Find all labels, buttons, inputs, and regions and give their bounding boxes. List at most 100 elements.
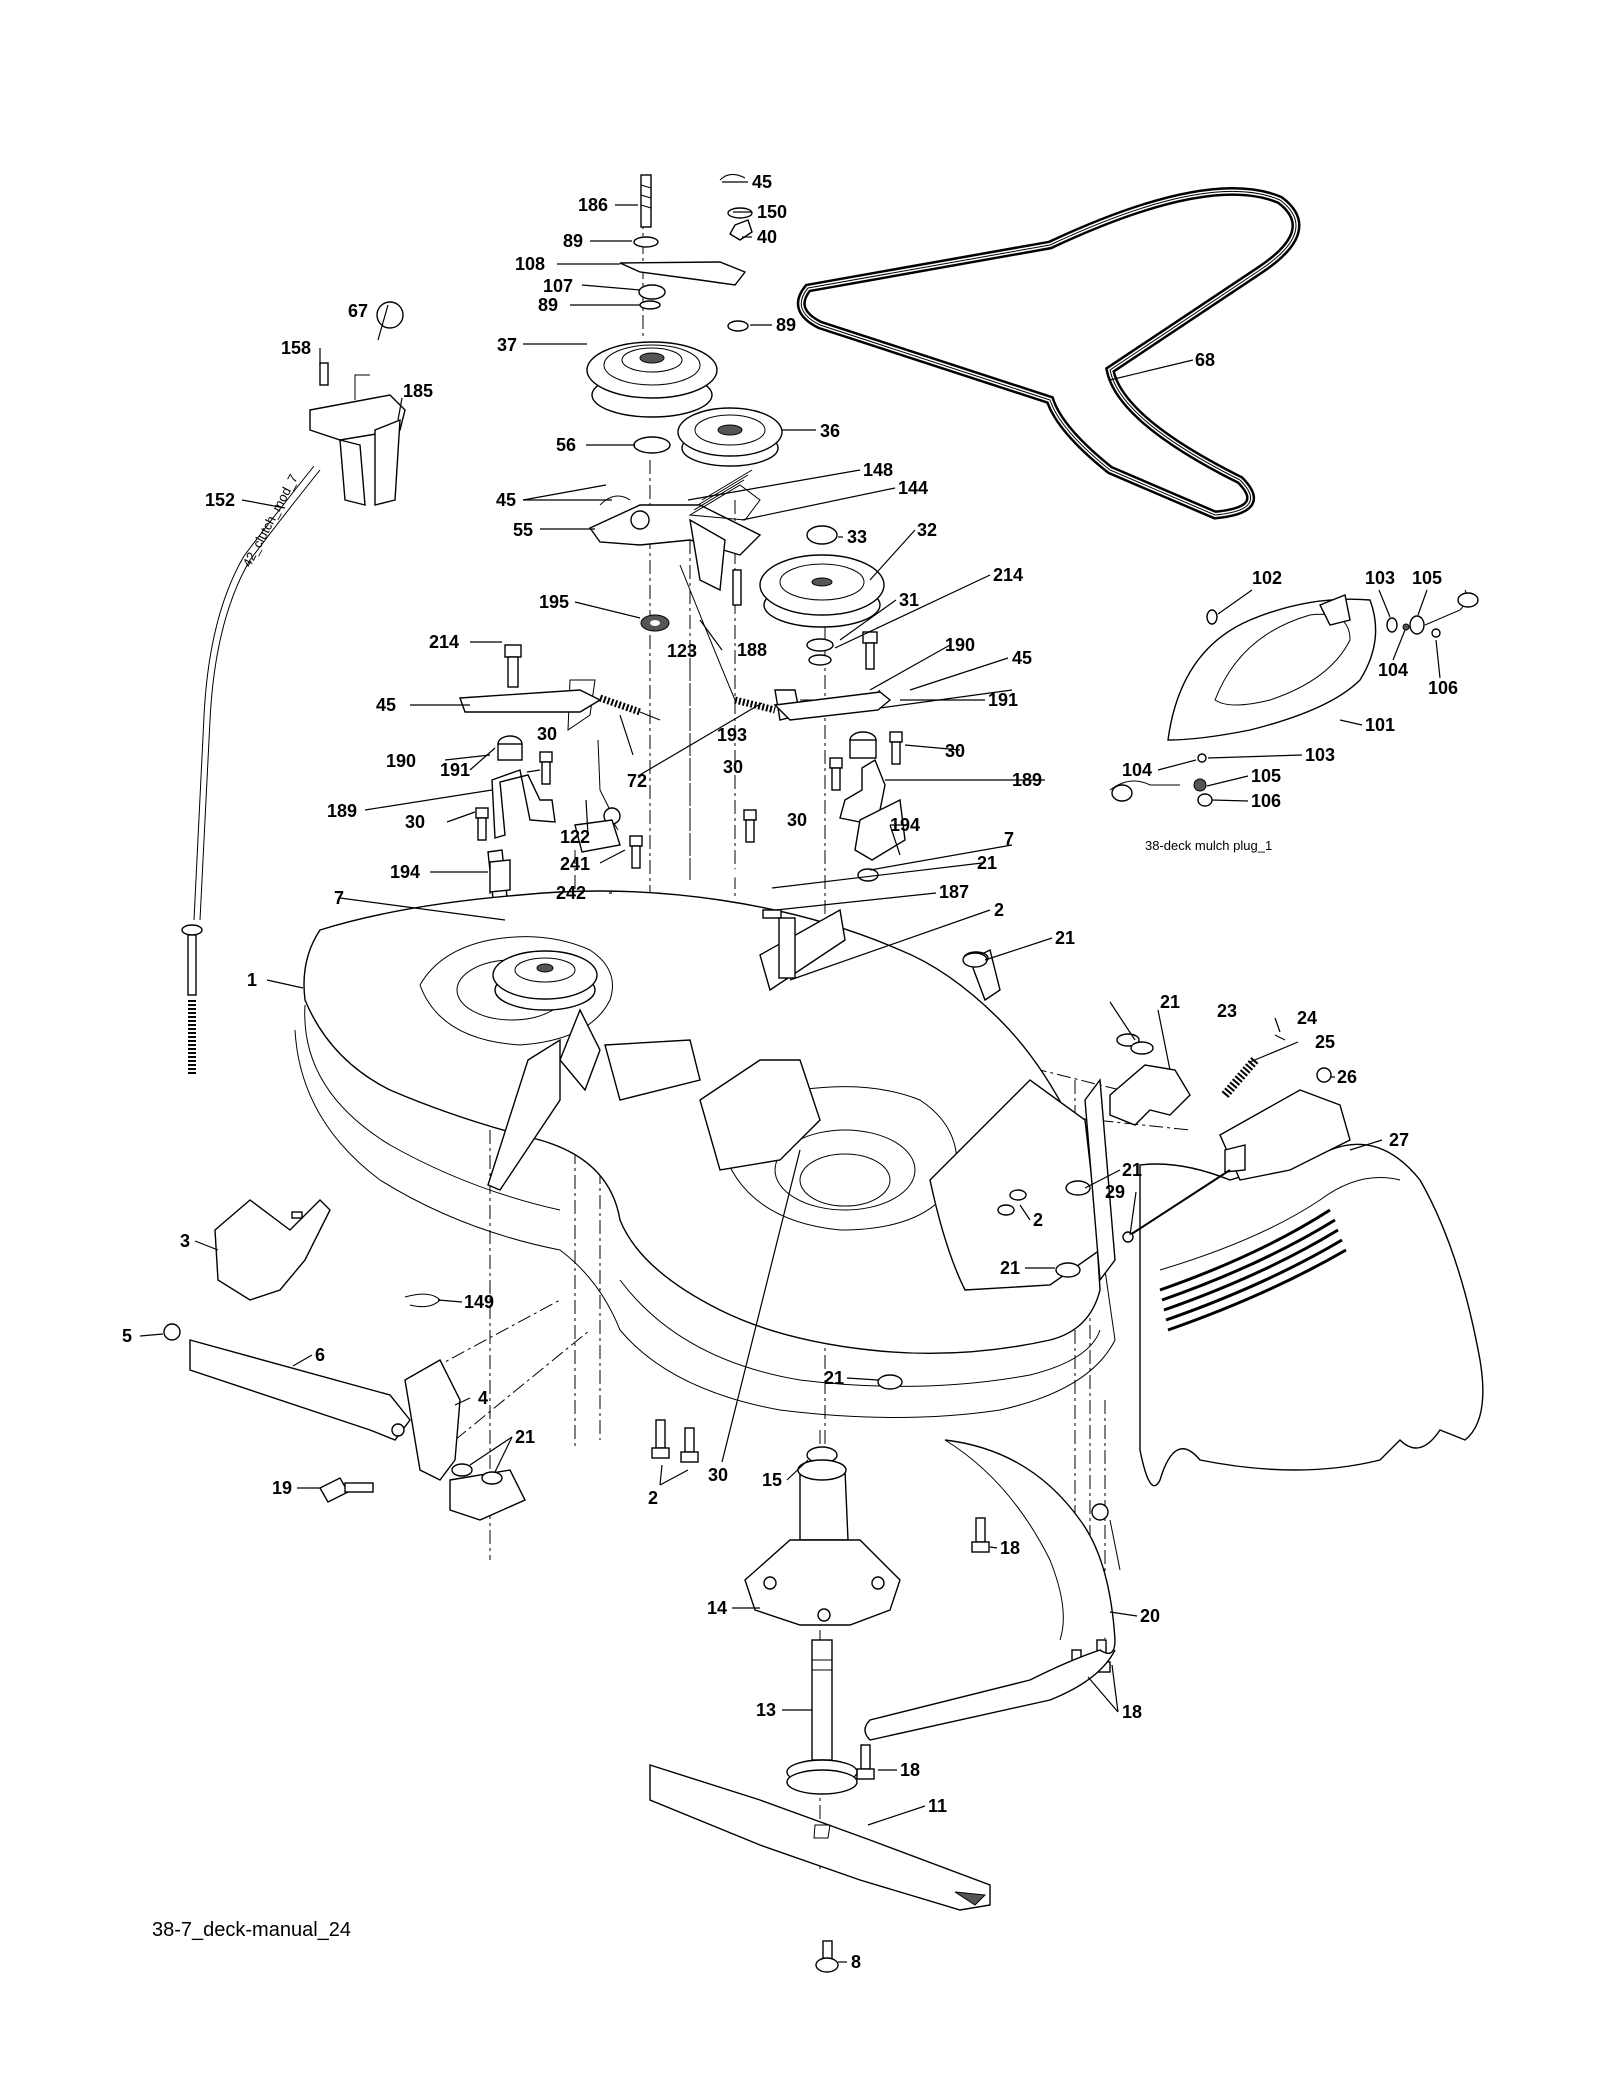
callout-label: 214 [993,565,1023,585]
callout-label: 33 [847,527,867,547]
lift-rod-193 [723,758,800,883]
callout-label: 107 [543,276,573,296]
callout-label: 191 [440,760,470,780]
callout-label: 89 [563,231,583,251]
callout-label: 4 [478,1388,488,1408]
callout-label: 20 [1140,1606,1160,1626]
discharge-chute [1122,1034,1484,1487]
callout-label: 186 [578,195,608,215]
callout-label: 45 [1012,648,1032,668]
callout-label: 18 [1000,1538,1020,1558]
callout-label: 104 [1378,660,1408,680]
callout-label: 188 [737,640,767,660]
callout-label: 187 [939,882,969,902]
callout-label: 193 [717,725,747,745]
spindle-assembly [744,1446,901,1795]
mulch-plug-caption: 38-deck mulch plug_1 [1145,838,1272,853]
callout-label: 30 [723,757,743,777]
callout-label: 11 [928,1796,947,1816]
bolts-and-spacers [475,631,903,869]
callout-label: 21 [824,1368,844,1388]
callout-label: 25 [1315,1032,1335,1052]
callout-labels: 186 45 150 89 40 108 107 89 67 158 18 5 3… [122,172,1458,1972]
callout-label: 19 [272,1478,292,1498]
callout-label: 152 [205,490,235,510]
callout-label: 68 [1195,350,1215,370]
callout-label: 27 [1389,1130,1409,1150]
callout-label: 191 [988,690,1018,710]
callout-label: 158 [281,338,311,358]
callout-label: 190 [945,635,975,655]
callout-label: 30 [787,810,807,830]
callout-label: 55 [513,520,533,540]
callout-label: 122 [560,827,590,847]
callout-label: 214 [429,632,459,652]
callout-label: 144 [898,478,928,498]
callout-label: 23 [1217,1001,1237,1021]
callout-label: 105 [1412,568,1442,588]
callout-label: 194 [390,862,420,882]
callout-label: 7 [334,888,344,908]
callout-label: 106 [1251,791,1281,811]
callout-label: 18 [1122,1702,1142,1722]
callout-label: 26 [1337,1067,1357,1087]
callout-label: 105 [1251,766,1281,786]
callout-label: 67 [348,301,368,321]
callout-label: 13 [756,1700,776,1720]
callout-label: 45 [376,695,396,715]
callout-label: 103 [1365,568,1395,588]
callout-label: 56 [556,435,576,455]
callout-label: 30 [708,1465,728,1485]
callout-label: 36 [820,421,840,441]
callout-label: 2 [648,1488,658,1508]
callout-label: 102 [1252,568,1282,588]
callout-label: 89 [538,295,558,315]
spacers-21 [877,952,1091,1390]
deck-mount-brackets [487,819,1001,1191]
idler-arm-bracket [588,469,762,606]
callout-label: 190 [386,751,416,771]
callout-label: 148 [863,460,893,480]
callout-label: 29 [1105,1182,1125,1202]
callout-label: 31 [899,590,919,610]
idler-pulley-37 [586,341,718,454]
deck-spindle-pulley [492,950,701,1101]
drawing-id-caption: 38-7_deck-manual_24 [152,1919,351,1941]
callout-label: 45 [752,172,772,192]
callout-label: 21 [977,853,997,873]
callout-label: 21 [515,1427,535,1447]
callout-label: 195 [539,592,569,612]
callout-leaders [139,181,1441,1963]
callout-label: 32 [917,520,937,540]
callout-label: 5 [122,1326,132,1346]
clutch-cable-label: 42_clutch_mod_7 [239,472,300,570]
callout-label: 3 [180,1231,190,1251]
callout-label: 30 [405,812,425,832]
washer-195 [640,614,670,632]
idler-bracket-hardware [619,174,753,332]
callout-label: 150 [757,202,787,222]
callout-label: 40 [757,227,777,247]
callout-label: 15 [762,1470,782,1490]
callout-label: 89 [776,315,796,335]
callout-label: 108 [515,254,545,274]
callout-label: 104 [1122,760,1152,780]
callout-label: 241 [560,854,590,874]
callout-label: 45 [496,490,516,510]
belt-guard-20 [864,1439,1121,1741]
idler-pulley-36 [677,407,783,467]
drive-pulley-32 [759,525,885,666]
callout-label: 123 [667,641,697,661]
deck-bracket-23 [1109,1033,1191,1126]
callout-label: 72 [627,771,647,791]
callout-label: 30 [945,741,965,761]
callout-label: 21 [1122,1160,1142,1180]
callout-label: 103 [1305,745,1335,765]
callout-label: 1 [247,970,257,990]
right-hanger-assembly [773,691,906,882]
callout-label: 149 [464,1292,494,1312]
callout-label: 37 [497,335,517,355]
blade-11 [649,1764,991,1911]
front-hanger-parts [163,1199,526,1521]
